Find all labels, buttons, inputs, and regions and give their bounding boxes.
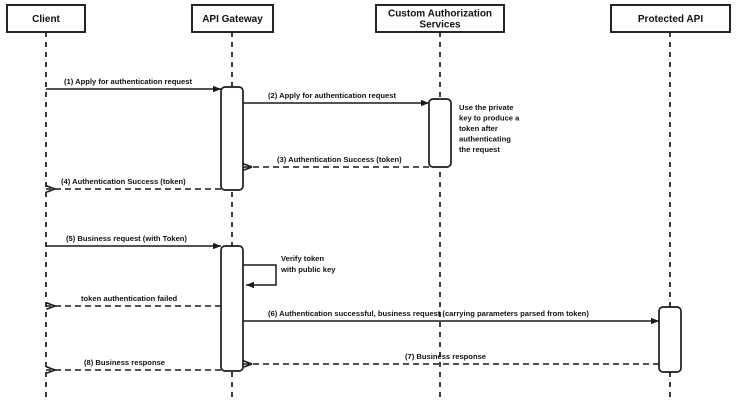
note-text-private-key-note: key to produce a xyxy=(459,114,520,123)
participant-box-api[interactable] xyxy=(610,4,731,33)
participant-label-authsvc: Custom Authorization xyxy=(388,9,492,20)
activation-bar-authsvc xyxy=(428,98,452,168)
message-label-2: (3) Authentication Success (token) xyxy=(277,155,402,164)
participant-headers-layer: Client API Gateway Custom AuthorizationSer… xyxy=(6,4,731,33)
message-label-8: (8) Business response xyxy=(84,358,165,367)
participant-label-gateway: API Gateway xyxy=(202,14,263,25)
participant-box-client[interactable] xyxy=(6,4,86,33)
note-text-private-key-note: the request xyxy=(459,145,500,154)
message-label-7: (7) Business response xyxy=(405,352,486,361)
activation-bar-gateway xyxy=(220,245,244,372)
message-label-6: (6) Authentication successful, business … xyxy=(268,309,589,318)
message-label-5: token authentication failed xyxy=(81,294,178,303)
note-text-private-key-note: Use the private xyxy=(459,103,513,112)
lifelines-layer xyxy=(45,32,671,397)
self-message-label-verify-token: Verify token xyxy=(281,254,324,263)
note-text-private-key-note: token after xyxy=(459,124,498,133)
note-text-private-key-note: authenticating xyxy=(459,135,511,144)
messages-layer: (1) Apply for authentication request (2) … xyxy=(46,77,659,370)
participant-box-gateway[interactable] xyxy=(191,4,274,33)
activation-bar-gateway xyxy=(220,86,244,191)
message-label-0: (1) Apply for authentication request xyxy=(64,77,192,86)
activation-bar-api xyxy=(658,306,682,373)
participant-label-client: Client xyxy=(32,14,60,25)
message-label-1: (2) Apply for authentication request xyxy=(268,91,396,100)
self-message-loop-verify-token xyxy=(243,264,277,289)
participant-label-api: Protected API xyxy=(638,14,703,25)
self-message-label-verify-token: with public key xyxy=(280,265,336,274)
self-messages-layer: Verify token with public key xyxy=(243,254,336,289)
activations-layer xyxy=(220,86,682,373)
participant-label-authsvc: Services xyxy=(419,20,461,31)
message-label-3: (4) Authentication Success (token) xyxy=(61,177,186,186)
participant-box-authsvc[interactable] xyxy=(375,4,505,33)
message-label-4: (5) Business request (with Token) xyxy=(66,234,187,243)
